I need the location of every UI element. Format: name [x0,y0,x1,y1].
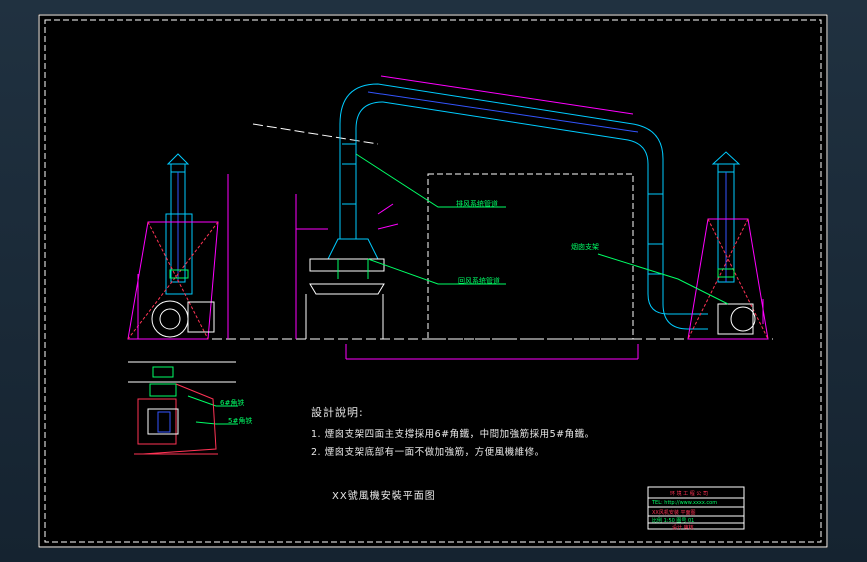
title-block [647,486,745,530]
building-outline [427,173,634,340]
inner-border-dashed [44,19,822,543]
callout-chimney-support: 烟囱支架 [571,243,599,251]
design-note-2: 2. 煙囪支架底部有一面不做加強筋，方便風機維修。 [311,447,545,458]
callout-angle-a: 6#角铁 [220,399,245,407]
main-duct [339,75,708,330]
callout-upper-pipe: 排风系统管道 [456,200,498,208]
detail-view [128,361,236,455]
title-block-line2: TEL: http://www.xxxx.com [652,500,718,506]
center-equipment [295,194,399,339]
cad-drawing [38,14,828,548]
design-notes-title: 設計說明: [311,406,364,419]
left-chimney [127,153,229,340]
callout-lower-pipe: 回风系统管道 [458,277,500,285]
drawing-title: XX號風機安裝平面图 [332,491,436,502]
drawing-canvas[interactable]: 排风系统管道 回风系统管道 烟囱支架 6#角铁 5#角铁 設計說明: 1. 煙囪… [38,14,828,548]
title-block-line5: 设计 审核 [672,525,694,531]
roof-line [252,123,379,145]
callout-angle-b: 5#角铁 [228,417,253,425]
title-block-line4: 比例 1:50 图号 01 [652,518,695,524]
outer-border [38,14,828,548]
title-block-company: 环 境 工 程 公 司 [670,491,708,497]
design-note-1: 1. 煙囪支架四面主支撐採用6#角鐵，中間加強筋採用5#角鐵。 [311,429,595,440]
callout-leaders [187,153,729,425]
title-block-line3: XX风机安装 平面图 [652,510,696,516]
right-chimney [687,151,769,340]
